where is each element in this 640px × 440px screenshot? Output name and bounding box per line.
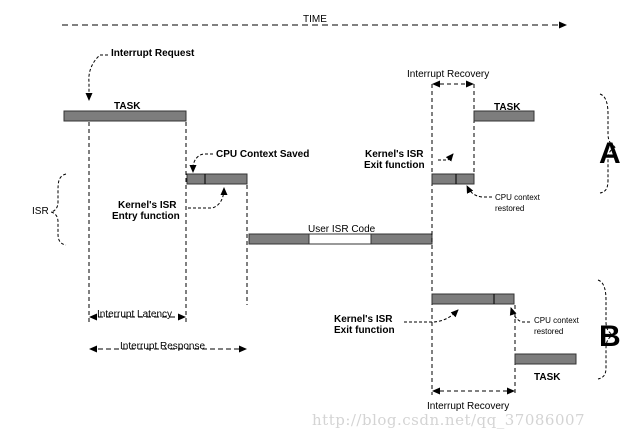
interrupt-recovery-bottom-label: Interrupt Recovery bbox=[427, 401, 510, 412]
scenario-a-label: A bbox=[599, 137, 621, 170]
task-a-label: TASK bbox=[494, 102, 521, 113]
cpu-context-saved-arrow bbox=[189, 153, 213, 173]
watermark-text: http://blog.csdn.net/qq_37086007 bbox=[312, 411, 586, 429]
scenario-b-label: B bbox=[599, 320, 621, 353]
kernel-isr-exit-b-label-1: Kernel's ISR bbox=[334, 314, 393, 325]
user-isr-bar-right bbox=[370, 233, 433, 245]
task-b-label: TASK bbox=[534, 372, 561, 383]
kernel-isr-exit-a-label-2: Exit function bbox=[364, 160, 425, 171]
interrupt-recovery-top-label: Interrupt Recovery bbox=[407, 69, 490, 80]
task-bar-b bbox=[514, 353, 577, 365]
kernel-exit-b-arrow bbox=[404, 309, 459, 323]
cpu-context-restored-b-label-1: CPU context bbox=[534, 316, 579, 325]
interrupt-request-label: Interrupt Request bbox=[111, 48, 195, 59]
cpu-context-saved-label: CPU Context Saved bbox=[216, 149, 310, 160]
cpu-context-restored-b-label-2: restored bbox=[534, 327, 564, 336]
task-bar-a bbox=[473, 110, 535, 122]
kernel-isr-entry-label-1: Kernel's ISR bbox=[118, 200, 177, 211]
task-top-label: TASK bbox=[114, 101, 141, 112]
kernel-exit-a-arrow bbox=[438, 153, 454, 162]
isr-label: ISR bbox=[32, 206, 49, 217]
cpu-context-restored-a-label-2: restored bbox=[495, 204, 525, 213]
time-label: TIME bbox=[303, 14, 327, 25]
kernel-isr-exit-b-label-2: Exit function bbox=[334, 325, 395, 336]
isr-brace bbox=[50, 173, 67, 246]
user-isr-bar-mid bbox=[308, 233, 372, 245]
interrupt-latency-label: Interrupt Latency bbox=[97, 309, 173, 320]
task-bar-top bbox=[63, 110, 187, 122]
cpu-context-restored-a-label-1: CPU context bbox=[495, 193, 540, 202]
kernel-exit-bar-a bbox=[431, 173, 475, 185]
kernel-entry-arrow bbox=[188, 187, 228, 209]
cpu-context-saved-bar bbox=[186, 173, 248, 185]
interrupt-response-label: Interrupt Response bbox=[120, 341, 206, 352]
cpu-restored-a-arrow bbox=[466, 185, 492, 198]
brace-b bbox=[597, 279, 615, 380]
user-isr-bar-left bbox=[248, 233, 310, 245]
brace-a bbox=[599, 93, 617, 194]
kernel-isr-exit-a-label-1: Kernel's ISR bbox=[365, 149, 424, 160]
kernel-exit-bar-b bbox=[431, 293, 515, 305]
interrupt-request-arrow bbox=[85, 54, 108, 101]
cpu-restored-b-arrow bbox=[509, 307, 530, 323]
kernel-isr-entry-label-2: Entry function bbox=[112, 211, 180, 222]
user-isr-code-label: User ISR Code bbox=[308, 224, 376, 235]
